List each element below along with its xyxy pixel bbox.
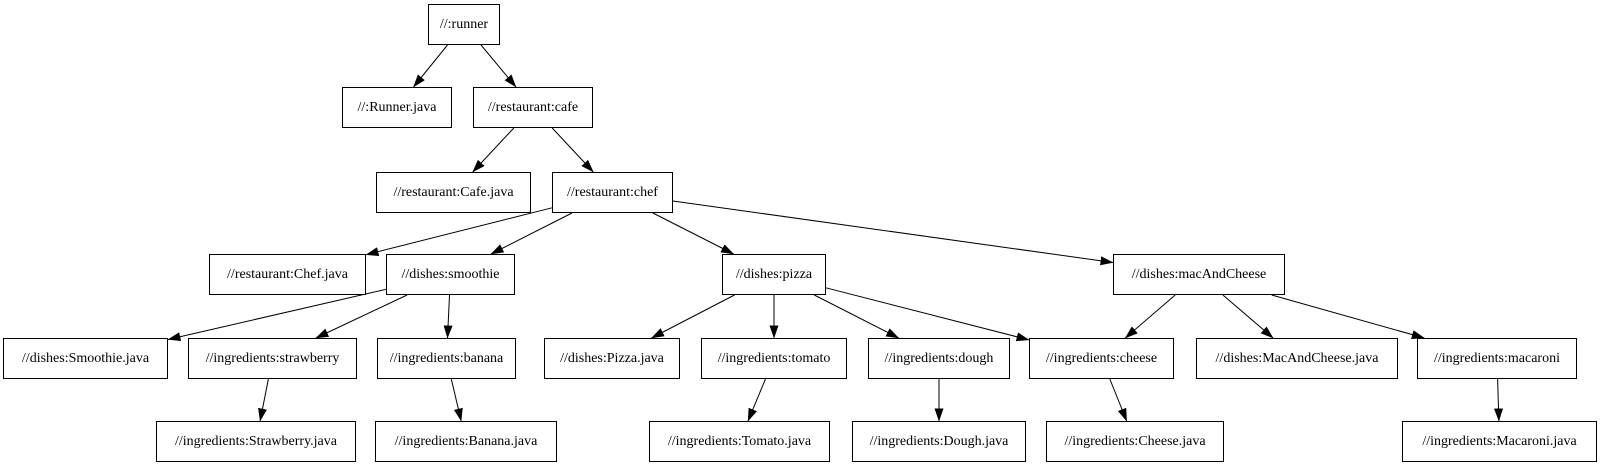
graph-node-macaroni-java: //ingredients:Macaroni.java <box>1402 421 1597 462</box>
edge-macandcheese-to-macaroni <box>1271 294 1425 339</box>
graph-node-tomato-java: //ingredients:Tomato.java <box>649 421 830 462</box>
graph-node-macandcheese-java: //dishes:MacAndCheese.java <box>1196 338 1398 379</box>
graph-node-banana: //ingredients:banana <box>377 338 516 379</box>
edge-chef-to-pizza <box>652 212 735 255</box>
edge-cafe-to-chef <box>551 127 594 173</box>
edge-macandcheese-to-macandcheese-java <box>1222 294 1274 339</box>
edge-cheese-to-cheese-java <box>1109 378 1128 422</box>
edge-banana-to-banana-java <box>450 378 463 422</box>
graph-node-strawberry: //ingredients:strawberry <box>188 338 357 379</box>
graph-node-cheese-java: //ingredients:Cheese.java <box>1046 421 1224 462</box>
graph-node-strawberry-java: //ingredients:Strawberry.java <box>156 421 356 462</box>
edge-group <box>167 44 1504 422</box>
edge-pizza-to-pizza-java <box>651 294 735 339</box>
edge-runner-to-runner-java <box>413 44 448 88</box>
edge-runner-to-cafe <box>480 44 517 88</box>
graph-node-cafe: //restaurant:cafe <box>473 87 593 128</box>
graph-node-cafe-java: //restaurant:Cafe.java <box>376 172 531 213</box>
edge-smoothie-to-smoothie-java <box>167 288 387 342</box>
graph-node-dough-java: //ingredients:Dough.java <box>852 421 1026 462</box>
edge-macaroni-to-macaroni-java <box>1494 378 1504 422</box>
edge-chef-to-macandcheese <box>672 200 1114 266</box>
graph-node-cheese: //ingredients:cheese <box>1029 338 1174 379</box>
edge-strawberry-to-strawberry-java <box>258 378 269 422</box>
graph-node-pizza-java: //dishes:Pizza.java <box>544 338 680 379</box>
edge-chef-to-chef-java <box>365 207 553 257</box>
graph-node-runner: //:runner <box>428 4 500 45</box>
graph-node-macaroni: //ingredients:macaroni <box>1417 338 1577 379</box>
graph-node-tomato: //ingredients:tomato <box>701 338 847 379</box>
graph-node-pizza: //dishes:pizza <box>722 254 826 295</box>
edge-tomato-to-tomato-java <box>747 378 766 422</box>
edge-smoothie-to-strawberry <box>315 294 408 339</box>
edge-macandcheese-to-cheese <box>1124 294 1176 339</box>
edge-pizza-to-cheese <box>825 287 1030 342</box>
graph-node-macandcheese: //dishes:macAndCheese <box>1113 254 1285 295</box>
edge-smoothie-to-banana <box>443 294 453 339</box>
edge-cafe-to-cafe-java <box>472 127 515 173</box>
graph-node-dough: //ingredients:dough <box>868 338 1010 379</box>
graph-node-chef-java: //restaurant:Chef.java <box>209 254 366 295</box>
graph-node-banana-java: //ingredients:Banana.java <box>375 421 557 462</box>
edge-chef-to-smoothie <box>490 212 573 255</box>
graph-node-smoothie: //dishes:smoothie <box>386 254 515 295</box>
edge-pizza-to-dough <box>814 294 900 339</box>
graph-node-chef: //restaurant:chef <box>552 172 673 213</box>
graph-node-runner-java: //:Runner.java <box>342 87 452 128</box>
graph-node-smoothie-java: //dishes:Smoothie.java <box>3 338 168 379</box>
